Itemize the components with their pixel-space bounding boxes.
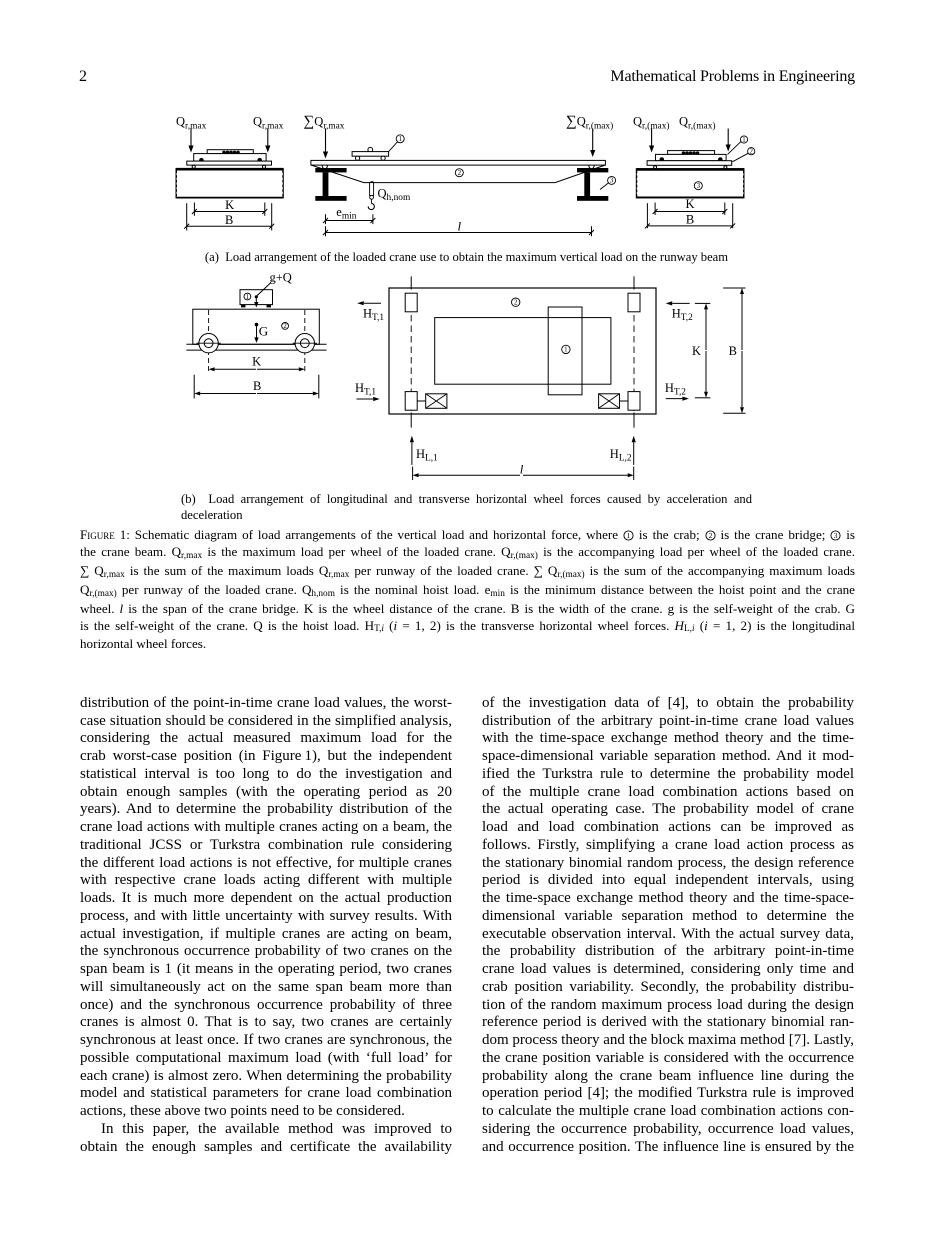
svg-text:K: K bbox=[252, 355, 261, 369]
svg-text:2: 2 bbox=[283, 323, 287, 330]
svg-text:HT,2: HT,2 bbox=[665, 381, 686, 398]
svg-text:3: 3 bbox=[697, 183, 701, 190]
svg-text:l: l bbox=[457, 219, 461, 234]
svg-text:2: 2 bbox=[708, 531, 712, 540]
svg-text:B: B bbox=[225, 213, 233, 227]
svg-text:HT,2: HT,2 bbox=[672, 306, 693, 323]
svg-text:l: l bbox=[520, 461, 524, 476]
svg-text:Qr,max: Qr,max bbox=[253, 115, 284, 132]
svg-text:∑Qr,max: ∑Qr,max bbox=[304, 114, 345, 132]
svg-text:2: 2 bbox=[514, 300, 518, 307]
svg-text:K: K bbox=[225, 198, 234, 212]
svg-text:Qh,nom: Qh,nom bbox=[378, 187, 411, 204]
svg-text:1: 1 bbox=[398, 136, 402, 143]
svg-text:HL,1: HL,1 bbox=[416, 447, 438, 464]
svg-text:1: 1 bbox=[742, 137, 746, 144]
svg-text:B: B bbox=[729, 344, 737, 358]
svg-text:∑Qr,(max): ∑Qr,(max) bbox=[566, 114, 613, 132]
svg-text:G: G bbox=[259, 324, 268, 339]
svg-text:K: K bbox=[685, 197, 694, 211]
svg-text:2: 2 bbox=[458, 170, 462, 177]
svg-text:HT,1: HT,1 bbox=[363, 306, 384, 323]
svg-text:K: K bbox=[692, 344, 701, 358]
svg-text:3: 3 bbox=[610, 178, 614, 185]
svg-text:HT,1: HT,1 bbox=[355, 381, 376, 398]
svg-text:Qr,(max): Qr,(max) bbox=[633, 115, 670, 132]
svg-text:1: 1 bbox=[246, 294, 250, 301]
svg-text:1: 1 bbox=[564, 347, 568, 354]
svg-text:emin: emin bbox=[336, 205, 356, 222]
svg-text:3: 3 bbox=[834, 531, 838, 540]
svg-text:1: 1 bbox=[627, 531, 631, 540]
svg-text:g+Q: g+Q bbox=[270, 270, 292, 284]
svg-text:B: B bbox=[253, 379, 261, 393]
svg-text:Qr,(max): Qr,(max) bbox=[679, 115, 716, 132]
svg-text:B: B bbox=[686, 213, 694, 227]
svg-text:2: 2 bbox=[749, 149, 753, 156]
svg-text:HL,2: HL,2 bbox=[610, 447, 632, 464]
svg-text:Qr,max: Qr,max bbox=[176, 115, 207, 132]
